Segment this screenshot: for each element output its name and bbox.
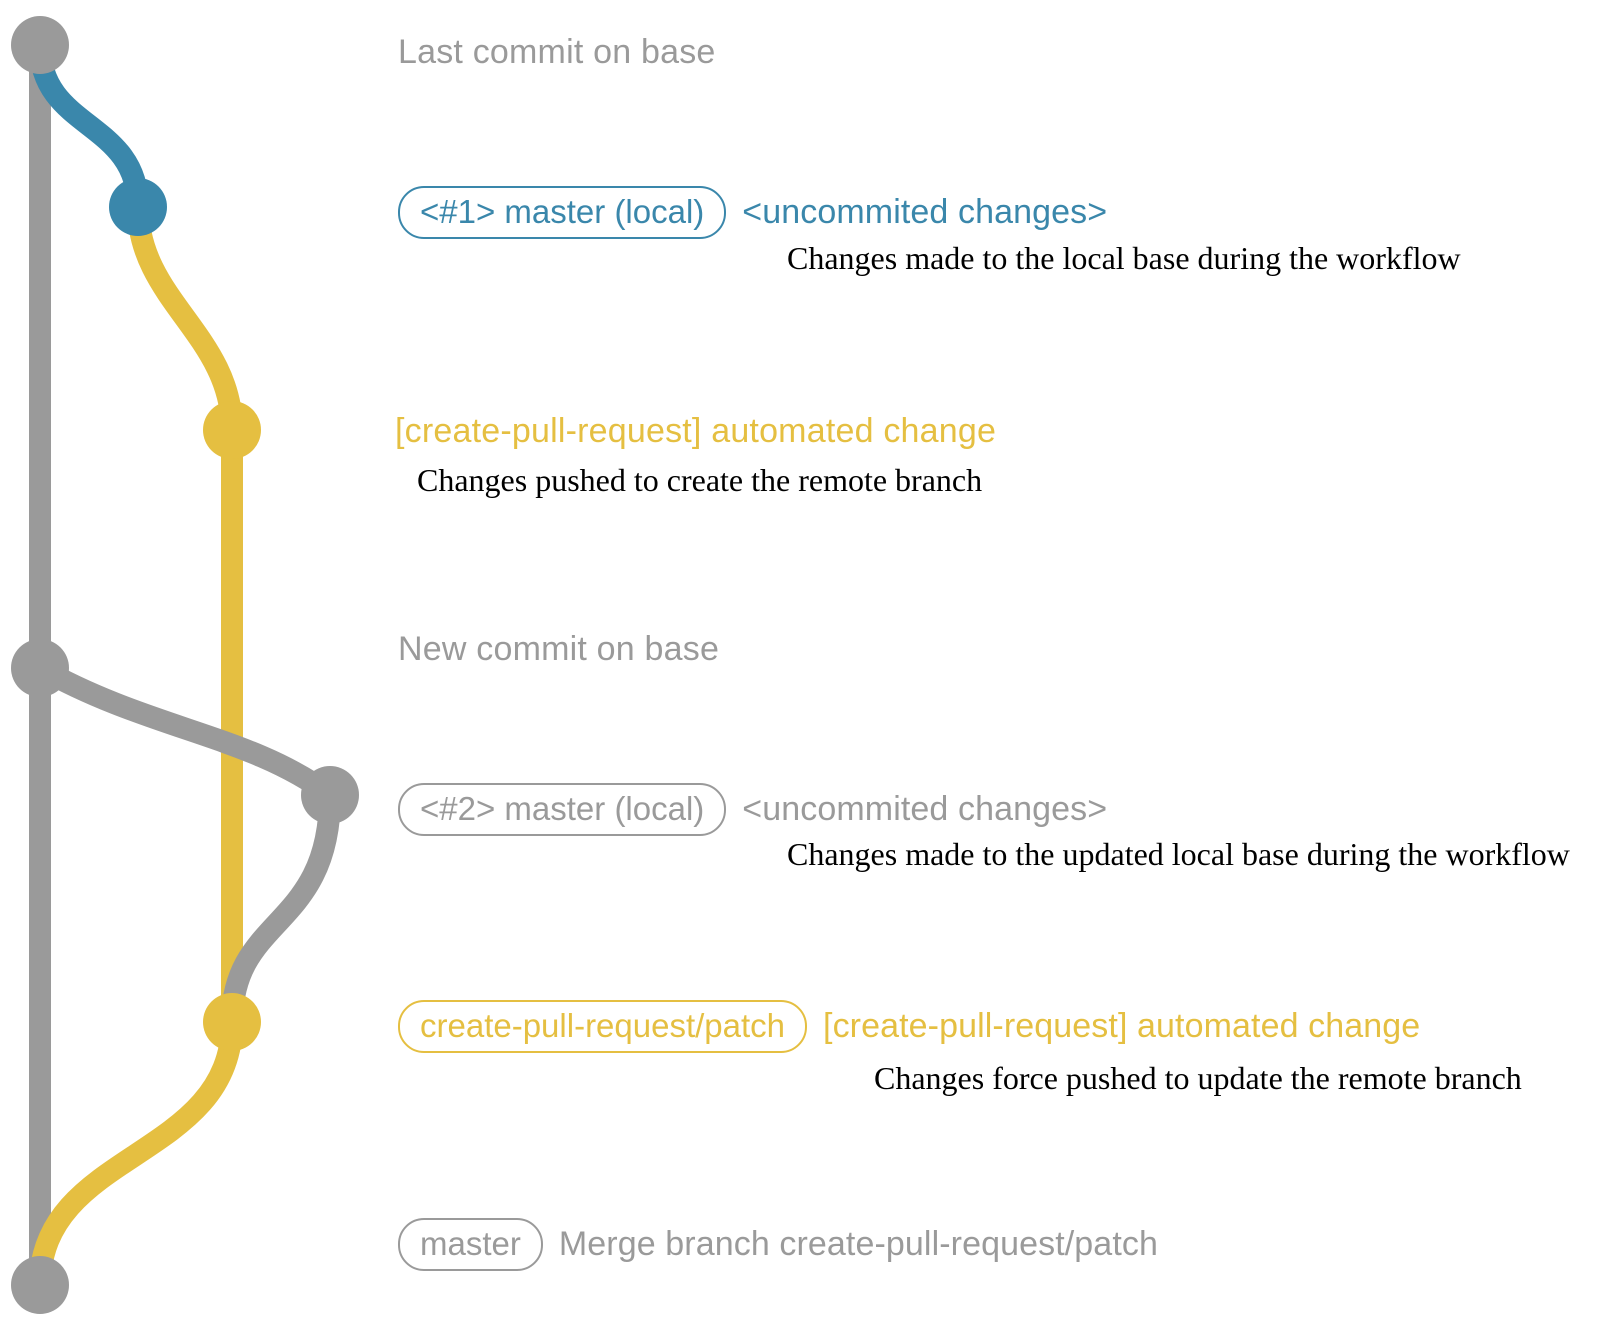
commit-note-automated-change-1: Changes pushed to create the remote bran…	[417, 462, 983, 498]
commit-dot-merge-commit[interactable]	[11, 1256, 69, 1314]
commit-dot-automated-change-2[interactable]	[203, 993, 261, 1051]
commit-message-automated-change-2: [create-pull-request] automated change	[823, 1007, 1421, 1045]
commit-row-automated-change-2: create-pull-request/patch [create-pull-r…	[398, 1000, 1420, 1053]
commit-row-master-local-2: <#2> master (local) <uncommited changes>	[398, 783, 1107, 836]
commit-row-last-commit-on-base: Last commit on base	[398, 33, 716, 72]
branch-badge-master-local-1[interactable]: <#1> master (local)	[398, 186, 727, 239]
branch-line-push-1	[127, 196, 243, 441]
branch-line-local-2	[29, 657, 341, 806]
commit-row-automated-change-1: [create-pull-request] automated change	[395, 412, 996, 451]
commit-dot-master-local-2[interactable]	[301, 766, 359, 824]
branch-line-merge	[29, 1011, 243, 1296]
commit-row-new-commit-on-base: New commit on base	[398, 630, 719, 669]
commit-message-merge-commit: Merge branch create-pull-request/patch	[558, 1225, 1158, 1263]
branch-line-force-push	[221, 784, 341, 1033]
commit-note-automated-change-2: Changes force pushed to update the remot…	[874, 1060, 1522, 1096]
commit-message-master-local-1: <uncommited changes>	[742, 193, 1108, 231]
commit-dot-master-local-1[interactable]	[109, 178, 167, 236]
commit-row-merge-commit: master Merge branch create-pull-request/…	[398, 1218, 1158, 1271]
branch-badge-create-pull-request-patch[interactable]: create-pull-request/patch	[398, 1000, 808, 1053]
commit-dot-new-commit-on-base[interactable]	[11, 639, 69, 697]
commit-title-automated-change-1: [create-pull-request] automated change	[395, 412, 997, 450]
commit-message-master-local-2: <uncommited changes>	[742, 790, 1108, 828]
branch-badge-master-local-2[interactable]: <#2> master (local)	[398, 783, 727, 836]
commit-dot-automated-change-1[interactable]	[203, 401, 261, 459]
commit-note-master-local-1: Changes made to the local base during th…	[787, 240, 1461, 276]
commit-note-master-local-2: Changes made to the updated local base d…	[787, 836, 1570, 872]
commit-title-last-commit-on-base: Last commit on base	[398, 33, 716, 71]
commit-title-new-commit-on-base: New commit on base	[398, 630, 720, 668]
commit-dot-last-commit-on-base[interactable]	[11, 16, 69, 74]
branch-badge-master[interactable]: master	[398, 1218, 543, 1271]
commit-row-master-local-1: <#1> master (local) <uncommited changes>	[398, 186, 1107, 239]
